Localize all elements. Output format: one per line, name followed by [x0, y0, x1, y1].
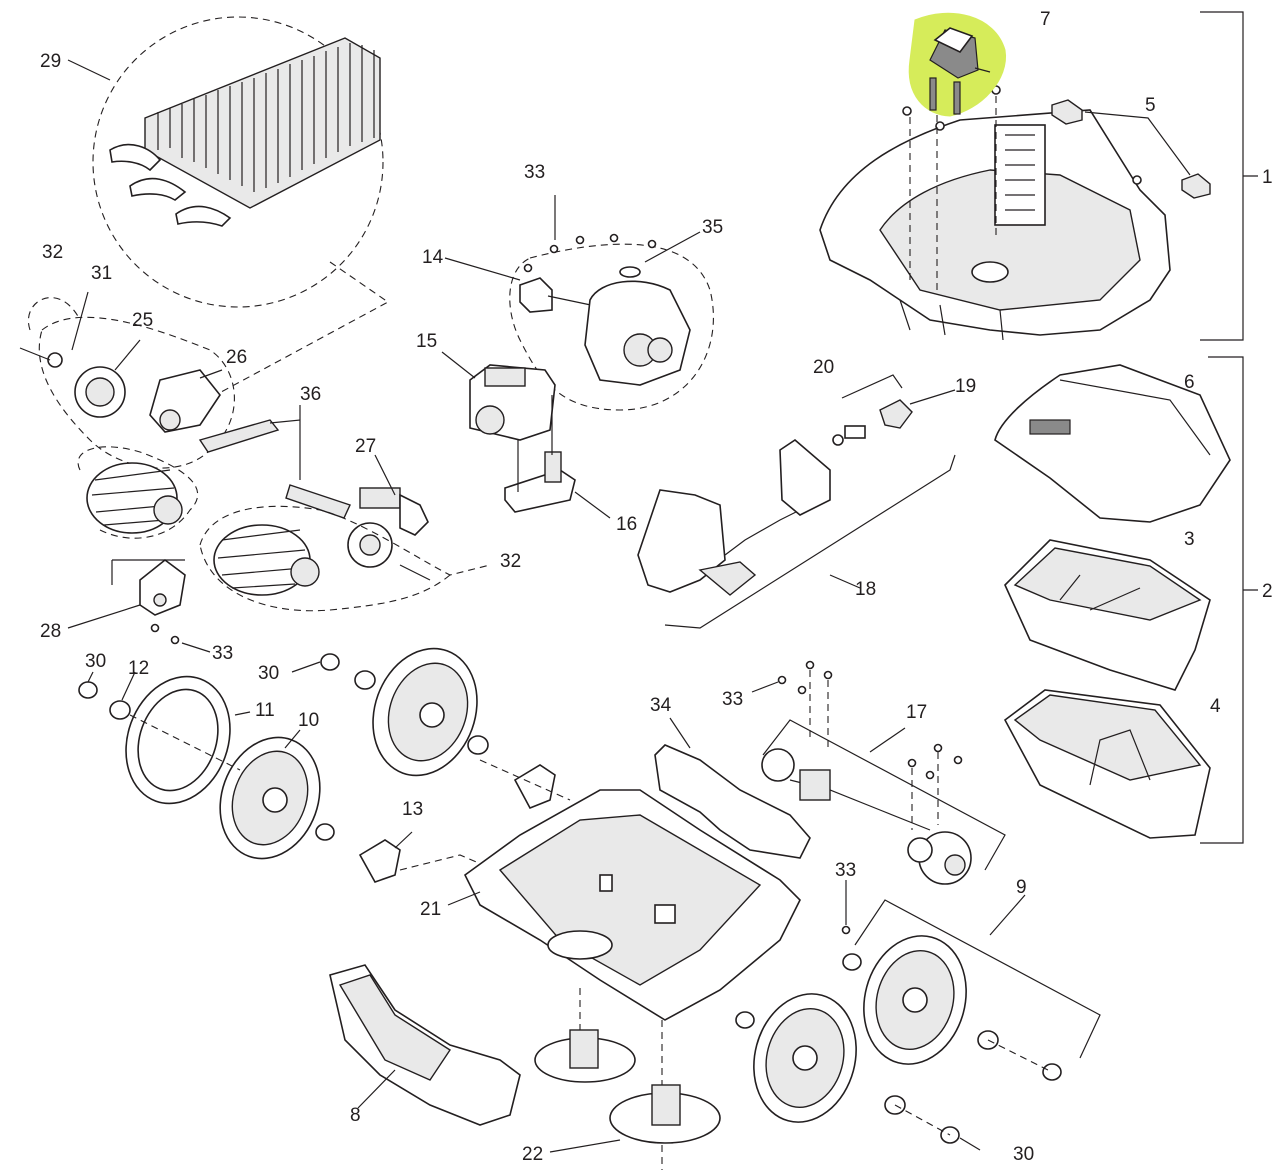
part-5-clips[interactable] — [1051, 99, 1211, 199]
callout-9: 9 — [1016, 877, 1027, 898]
part-9-wheel-pair-right[interactable] — [735, 924, 1062, 1144]
callout-16: 16 — [616, 514, 637, 535]
part-3-filter-basket[interactable] — [1004, 539, 1211, 691]
callout-15: 15 — [416, 331, 437, 352]
callout-29: 29 — [40, 51, 61, 72]
part-14-35-pump-assembly[interactable] — [519, 266, 691, 386]
callout-36: 36 — [300, 384, 321, 405]
callout-32-top: 32 — [42, 242, 63, 263]
callout-17: 17 — [906, 702, 927, 723]
part-11-tire[interactable] — [109, 662, 247, 818]
part-34-handle[interactable] — [654, 744, 811, 859]
callout-33-bottom: 33 — [835, 860, 856, 881]
part-15-drive-motor[interactable] — [469, 364, 556, 441]
callout-1: 1 — [1262, 167, 1273, 188]
callout-32-bottom: 32 — [500, 551, 521, 572]
wheel-upper-left[interactable] — [356, 634, 494, 790]
callout-14: 14 — [422, 247, 444, 268]
callout-30-bottom: 30 — [1013, 1144, 1034, 1165]
screws-part-17 — [777, 660, 963, 780]
part-8-bumper[interactable] — [329, 964, 521, 1126]
brush-roller-right[interactable] — [213, 524, 320, 596]
callout-30-left: 30 — [85, 651, 106, 672]
callout-7: 7 — [1040, 9, 1051, 30]
part-21-chassis[interactable] — [463, 789, 801, 1021]
callout-26: 26 — [226, 347, 247, 368]
callout-10: 10 — [298, 710, 319, 731]
part-13-pivot-brackets[interactable] — [358, 764, 556, 883]
callout-3: 3 — [1184, 529, 1195, 550]
part-19-20-connector[interactable] — [832, 399, 913, 446]
callout-25: 25 — [132, 310, 153, 331]
callout-35: 35 — [702, 217, 723, 238]
callout-4: 4 — [1210, 696, 1221, 717]
callout-12: 12 — [128, 658, 149, 679]
part-27-motor-assembly[interactable] — [347, 487, 429, 568]
callout-5: 5 — [1145, 95, 1156, 116]
callout-33-right: 33 — [722, 689, 743, 710]
callout-8: 8 — [350, 1105, 361, 1126]
part-28-pivot-bracket[interactable] — [139, 558, 186, 616]
part-30-12-hubcaps-left[interactable] — [78, 681, 131, 720]
part-7-highlighted-power-supply-bracket[interactable] — [908, 12, 1007, 117]
callout-labels: 7 1 5 6 3 2 4 29 32 31 25 26 36 27 32 28… — [40, 9, 1273, 1165]
part-6-lid[interactable] — [994, 364, 1231, 523]
callout-33-top: 33 — [524, 162, 545, 183]
callout-31: 31 — [91, 263, 112, 284]
callout-19: 19 — [955, 376, 976, 397]
callout-34: 34 — [650, 695, 672, 716]
callout-21: 21 — [420, 899, 441, 920]
callout-30-mid: 30 — [258, 663, 279, 684]
part-1-top-shell[interactable] — [819, 109, 1171, 341]
callout-6: 6 — [1184, 372, 1195, 393]
part-10-wheel-left[interactable] — [204, 723, 337, 872]
part-36-brush-strips[interactable] — [198, 419, 351, 519]
part-18-power-cable-bracket[interactable] — [637, 438, 831, 596]
callout-22: 22 — [522, 1144, 543, 1165]
part-16-motor-bracket[interactable] — [504, 451, 576, 513]
callout-2: 2 — [1262, 581, 1273, 602]
callout-28: 28 — [40, 621, 61, 642]
part-29-heatsink[interactable] — [92, 16, 384, 308]
part-17-drive-axle[interactable] — [761, 748, 972, 885]
callout-20: 20 — [813, 357, 834, 378]
brush-roller-left[interactable] — [86, 462, 183, 534]
screws-part-33-top — [523, 233, 657, 273]
callout-27: 27 — [355, 436, 376, 457]
callout-33-left: 33 — [212, 643, 233, 664]
callout-18: 18 — [855, 579, 876, 600]
part-4-filter-tray[interactable] — [1003, 689, 1211, 839]
part-22-impellers[interactable] — [534, 1029, 721, 1144]
callout-11: 11 — [255, 700, 275, 721]
part-25-26-31-drive-gear-assembly[interactable] — [47, 352, 221, 433]
callout-13: 13 — [402, 799, 423, 820]
part-30-12-hubcaps-mid[interactable] — [315, 653, 376, 841]
